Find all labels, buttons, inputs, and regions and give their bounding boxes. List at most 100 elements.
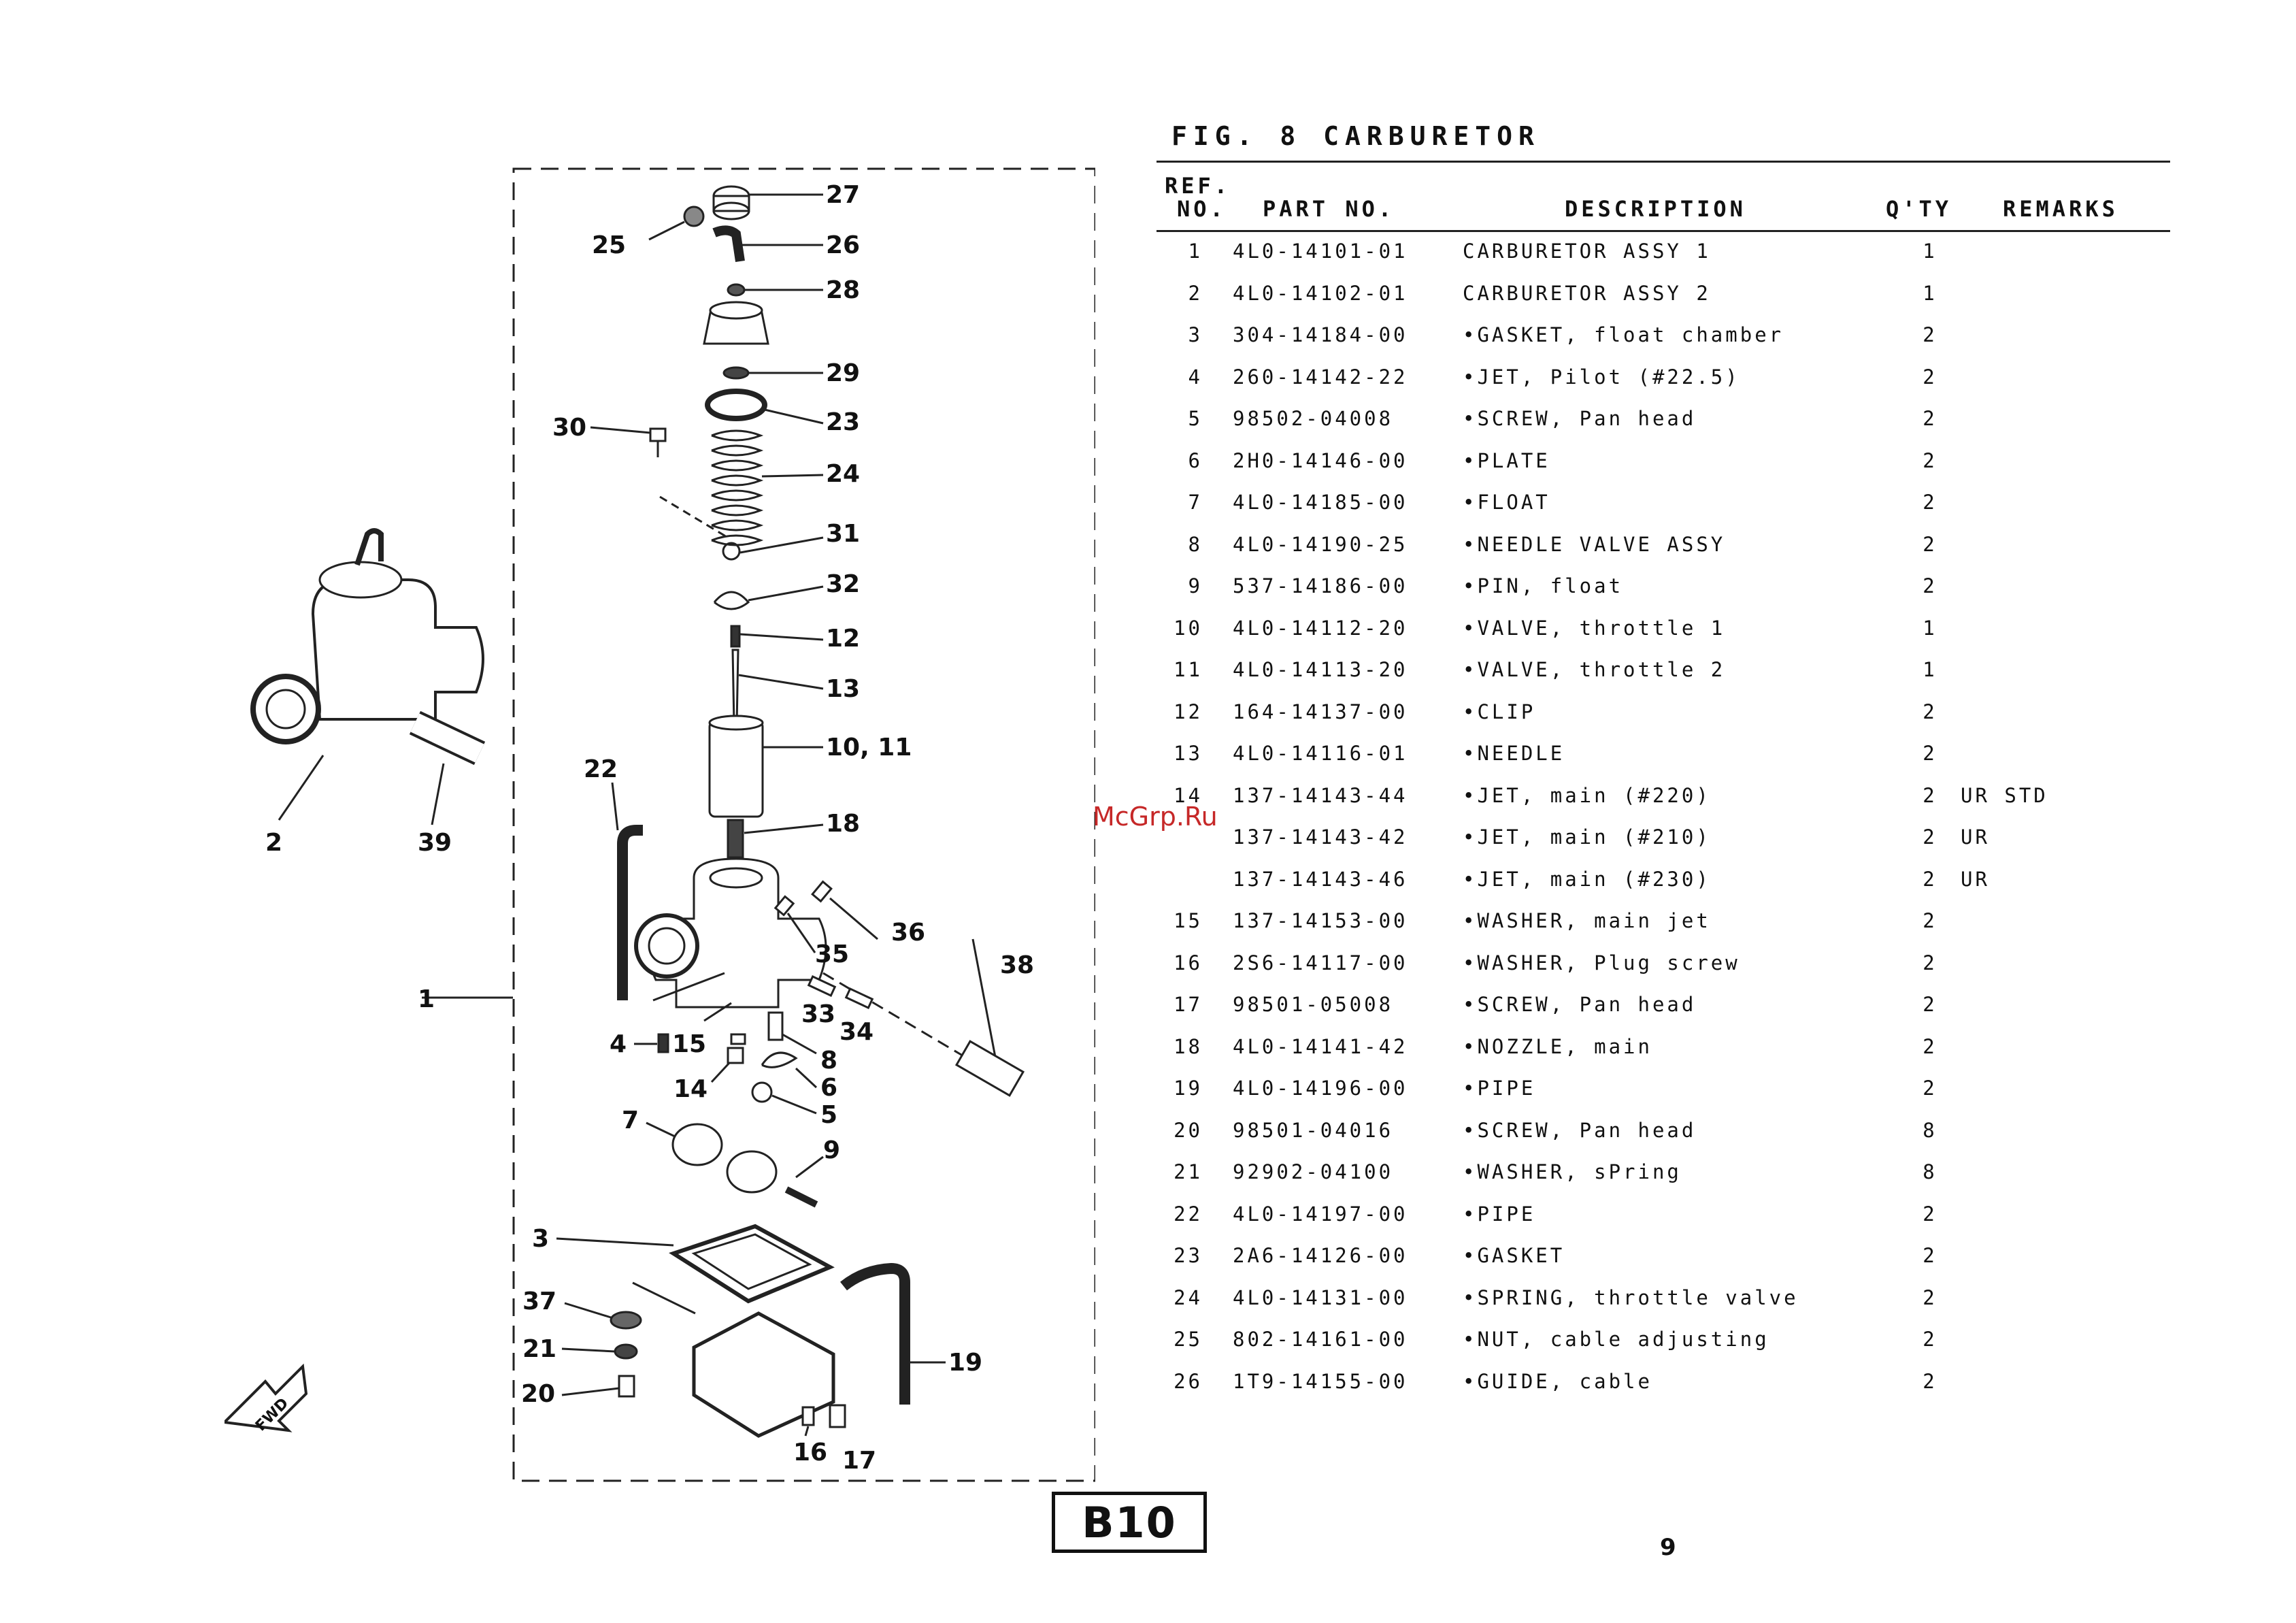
cell-part-no: 4L0-14113-20 <box>1233 658 1408 681</box>
figure-title: FIG. 8 CARBURETOR <box>1171 121 1540 151</box>
cell-qty: 8 <box>1923 1118 1937 1142</box>
cell-part-no: 1T9-14155-00 <box>1233 1369 1408 1393</box>
cell-description: •SCREW, Pan head <box>1463 993 1697 1016</box>
cell-ref-no: 15 <box>1174 909 1203 932</box>
cell-part-no: 4L0-14101-01 <box>1233 240 1408 263</box>
header-description: DESCRIPTION <box>1565 196 1746 222</box>
cell-ref-no: 21 <box>1174 1160 1203 1183</box>
callout-31: 31 <box>826 520 860 548</box>
callout-19: 19 <box>948 1349 982 1377</box>
callout-1: 1 <box>418 985 435 1013</box>
title-rule <box>1157 161 2170 163</box>
cell-part-no: 802-14161-00 <box>1233 1328 1408 1351</box>
callout-35: 35 <box>815 940 849 968</box>
callout-6: 6 <box>820 1074 837 1102</box>
cell-ref-no: 23 <box>1174 1244 1203 1267</box>
cell-qty: 2 <box>1923 448 1937 472</box>
cell-ref-no: 4 <box>1188 365 1203 389</box>
cell-description: •NUT, cable adjusting <box>1463 1328 1769 1351</box>
callout-7: 7 <box>622 1106 639 1134</box>
cell-part-no: 4L0-14190-25 <box>1233 532 1408 556</box>
cell-description: •GUIDE, cable <box>1463 1369 1652 1393</box>
cell-ref-no: 8 <box>1188 532 1203 556</box>
table-row: 20 98501-04016 •SCREW, Pan head 8 <box>1157 1119 2177 1161</box>
cell-qty: 2 <box>1923 700 1937 723</box>
cell-ref-no: 16 <box>1174 951 1203 974</box>
cell-part-no: 4L0-14116-01 <box>1233 742 1408 765</box>
cell-ref-no: 20 <box>1174 1118 1203 1142</box>
cell-qty: 2 <box>1923 909 1937 932</box>
cell-part-no: 98501-04016 <box>1233 1118 1394 1142</box>
callout-25: 25 <box>592 231 626 259</box>
cell-ref-no: 12 <box>1174 700 1203 723</box>
header-remarks: REMARKS <box>2003 196 2118 222</box>
cell-ref-no: 14 <box>1174 783 1203 807</box>
callout-5: 5 <box>820 1101 837 1129</box>
cell-description: •PIPE <box>1463 1077 1536 1100</box>
cell-part-no: 4L0-14102-01 <box>1233 281 1408 305</box>
cell-description: •SCREW, Pan head <box>1463 1118 1697 1142</box>
cell-description: •FLOAT <box>1463 491 1550 514</box>
cell-part-no: 4L0-14196-00 <box>1233 1077 1408 1100</box>
cell-part-no: 4L0-14131-00 <box>1233 1285 1408 1309</box>
callout-38: 38 <box>1000 951 1034 979</box>
cell-ref-no: 7 <box>1188 491 1203 514</box>
cell-ref-no: 10 <box>1174 616 1203 640</box>
callout-3: 3 <box>532 1225 549 1253</box>
callout-4: 4 <box>610 1030 627 1058</box>
assembly-boundary <box>512 167 1095 1482</box>
table-row: 26 1T9-14155-00 •GUIDE, cable 2 <box>1157 1370 2177 1412</box>
cell-qty: 2 <box>1923 825 1937 849</box>
cell-part-no: 137-14143-42 <box>1233 825 1408 849</box>
cell-qty: 2 <box>1923 532 1937 556</box>
cell-ref-no: 5 <box>1188 407 1203 430</box>
cell-ref-no: 2 <box>1188 281 1203 305</box>
cell-description: •NOZZLE, main <box>1463 1034 1652 1058</box>
cell-qty: 2 <box>1923 1369 1937 1393</box>
cell-qty: 1 <box>1923 240 1937 263</box>
callout-23: 23 <box>826 408 860 436</box>
cell-qty: 2 <box>1923 1244 1937 1267</box>
cell-part-no: 137-14153-00 <box>1233 909 1408 932</box>
cell-part-no: 537-14186-00 <box>1233 574 1408 597</box>
cell-ref-no: 18 <box>1174 1034 1203 1058</box>
cell-part-no: 4L0-14185-00 <box>1233 491 1408 514</box>
cell-qty: 2 <box>1923 1202 1937 1226</box>
cell-description: •SPRING, throttle valve <box>1463 1285 1799 1309</box>
callout-13: 13 <box>826 675 860 703</box>
cell-part-no: 4L0-14141-42 <box>1233 1034 1408 1058</box>
cell-qty: 2 <box>1923 1285 1937 1309</box>
cell-part-no: 137-14143-46 <box>1233 867 1408 891</box>
cell-qty: 1 <box>1923 658 1937 681</box>
callout-21: 21 <box>522 1335 556 1363</box>
cell-qty: 2 <box>1923 1077 1937 1100</box>
callout-24: 24 <box>826 460 860 488</box>
cell-ref-no: 25 <box>1174 1328 1203 1351</box>
cell-qty: 2 <box>1923 407 1937 430</box>
callout-22: 22 <box>584 755 618 783</box>
cell-part-no: 4L0-14112-20 <box>1233 616 1408 640</box>
page-number: 9 <box>1660 1534 1676 1561</box>
cell-description: •NEEDLE VALVE ASSY <box>1463 532 1726 556</box>
cell-remarks: UR STD <box>1961 783 2048 807</box>
callout-2: 2 <box>265 829 282 857</box>
callout-20: 20 <box>521 1380 555 1408</box>
cell-description: •JET, Pilot (#22.5) <box>1463 365 1740 389</box>
cell-remarks: UR <box>1961 825 1990 849</box>
callout-14: 14 <box>673 1075 708 1103</box>
cell-ref-no: 26 <box>1174 1369 1203 1393</box>
cell-part-no: 137-14143-44 <box>1233 783 1408 807</box>
callout-18: 18 <box>826 810 860 838</box>
